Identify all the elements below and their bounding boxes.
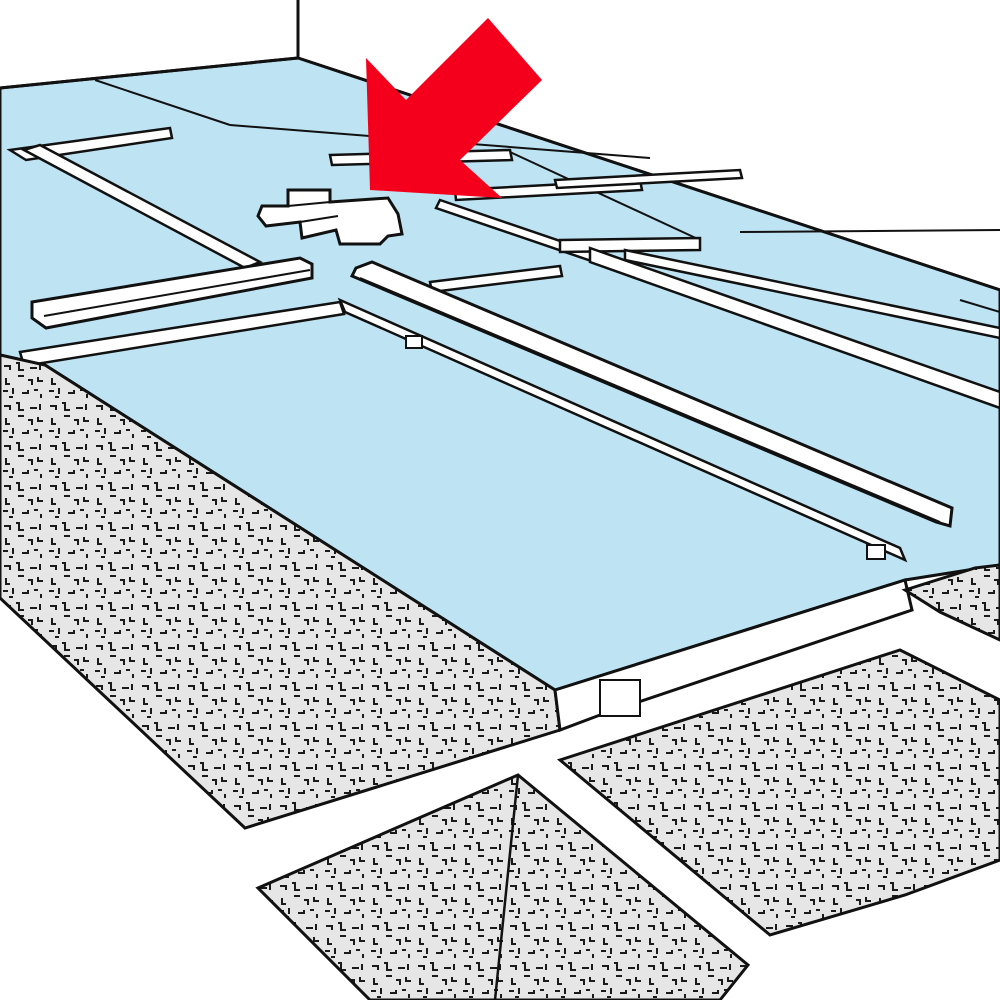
- long-rail-body: [349, 260, 954, 528]
- curb-slab-bottom: [255, 773, 751, 1000]
- curb-edge-band: [553, 578, 914, 733]
- cross-connector-edge: [299, 215, 339, 223]
- panel-seam: [94, 79, 231, 126]
- short-rail: [30, 256, 314, 330]
- curb-slab-corner: [901, 563, 1000, 642]
- pointer-arrow-icon: [366, 18, 542, 198]
- channel-segment: [588, 246, 1000, 410]
- channel-segment: [553, 168, 744, 190]
- slab-diagonal: [493, 774, 520, 1000]
- short-rail-edge: [43, 269, 311, 317]
- channel-segment: [623, 248, 1000, 340]
- cross-connector: [256, 188, 404, 246]
- panel-seam: [959, 299, 1000, 313]
- channel-segment: [20, 143, 263, 270]
- joint-clip: [405, 335, 423, 349]
- long-rail-edge: [359, 277, 941, 523]
- panel-edge-back: [0, 56, 299, 90]
- curb-slab-right: [556, 648, 1000, 937]
- channel-segment: [337, 297, 908, 563]
- panel-seam: [509, 151, 701, 241]
- panel-seam: [739, 229, 1000, 233]
- cross-connector-edge: [287, 201, 331, 207]
- curb-joint: [599, 679, 641, 717]
- channel-grid: [6, 126, 1000, 563]
- long-rail: [349, 260, 954, 528]
- joint-clip: [866, 544, 886, 560]
